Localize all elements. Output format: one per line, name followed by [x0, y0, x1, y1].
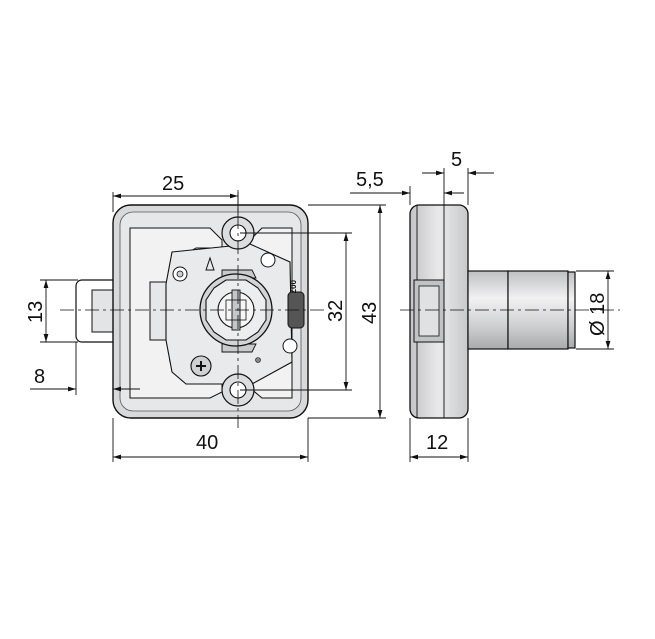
triangle-mark: [205, 256, 215, 271]
svg-text:5: 5: [451, 149, 462, 171]
dimension-5: 5: [422, 149, 494, 205]
dimension-43: 43: [308, 204, 386, 419]
svg-text:32: 32: [325, 300, 347, 322]
svg-text:40: 40: [196, 432, 218, 454]
dimension-13: 13: [25, 279, 78, 343]
marking-007: 007: [288, 280, 297, 294]
svg-text:13: 13: [25, 301, 47, 323]
dimension-8: 8: [30, 342, 140, 395]
svg-text:5,5: 5,5: [356, 169, 384, 191]
dimension-5-5: 5,5: [350, 168, 464, 205]
dimension-40: 40: [112, 418, 309, 462]
dimension-12: 12: [409, 418, 469, 462]
svg-text:25: 25: [162, 173, 184, 195]
dimension-25: 25: [112, 173, 239, 215]
svg-text:8: 8: [34, 366, 45, 388]
svg-text:43: 43: [359, 302, 381, 324]
dimension-32: 32: [240, 232, 352, 391]
svg-text:12: 12: [426, 432, 448, 454]
front-view: 007: [60, 190, 325, 428]
svg-text:Ø 18: Ø 18: [587, 293, 609, 336]
phillips-screw-icon: [190, 355, 212, 377]
dimension-18: Ø 18: [576, 270, 614, 350]
side-view: [400, 204, 620, 419]
